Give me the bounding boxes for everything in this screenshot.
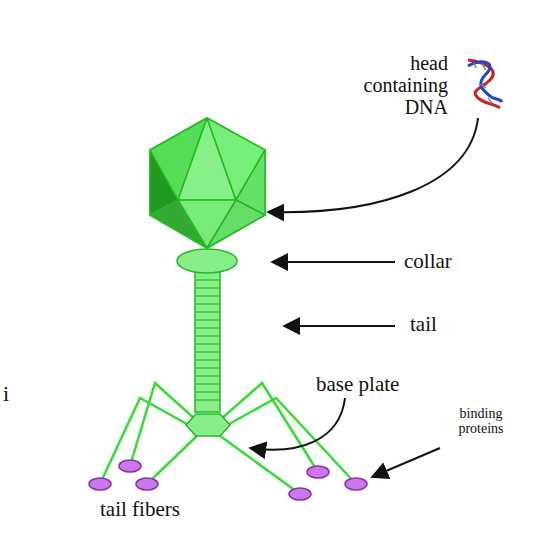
icosahedral-head xyxy=(150,118,265,248)
tail-fibers-label: tail fibers xyxy=(100,498,220,521)
collar-shape xyxy=(177,249,237,273)
tail-label: tail xyxy=(410,313,470,336)
tail-sheath xyxy=(195,272,220,412)
leader-arrows xyxy=(250,118,478,477)
collar-label: collar xyxy=(404,250,484,273)
head-label: head containing DNA xyxy=(330,52,448,118)
edge-fragment-label: i xyxy=(3,382,23,406)
binding-protein-ends xyxy=(89,460,367,500)
base-plate-label: base plate xyxy=(316,373,436,396)
dna-helix-icon xyxy=(468,60,502,108)
base-plate-shape xyxy=(186,414,230,436)
binding-proteins-label: binding proteins xyxy=(438,406,524,437)
tail-fibers xyxy=(100,383,356,494)
